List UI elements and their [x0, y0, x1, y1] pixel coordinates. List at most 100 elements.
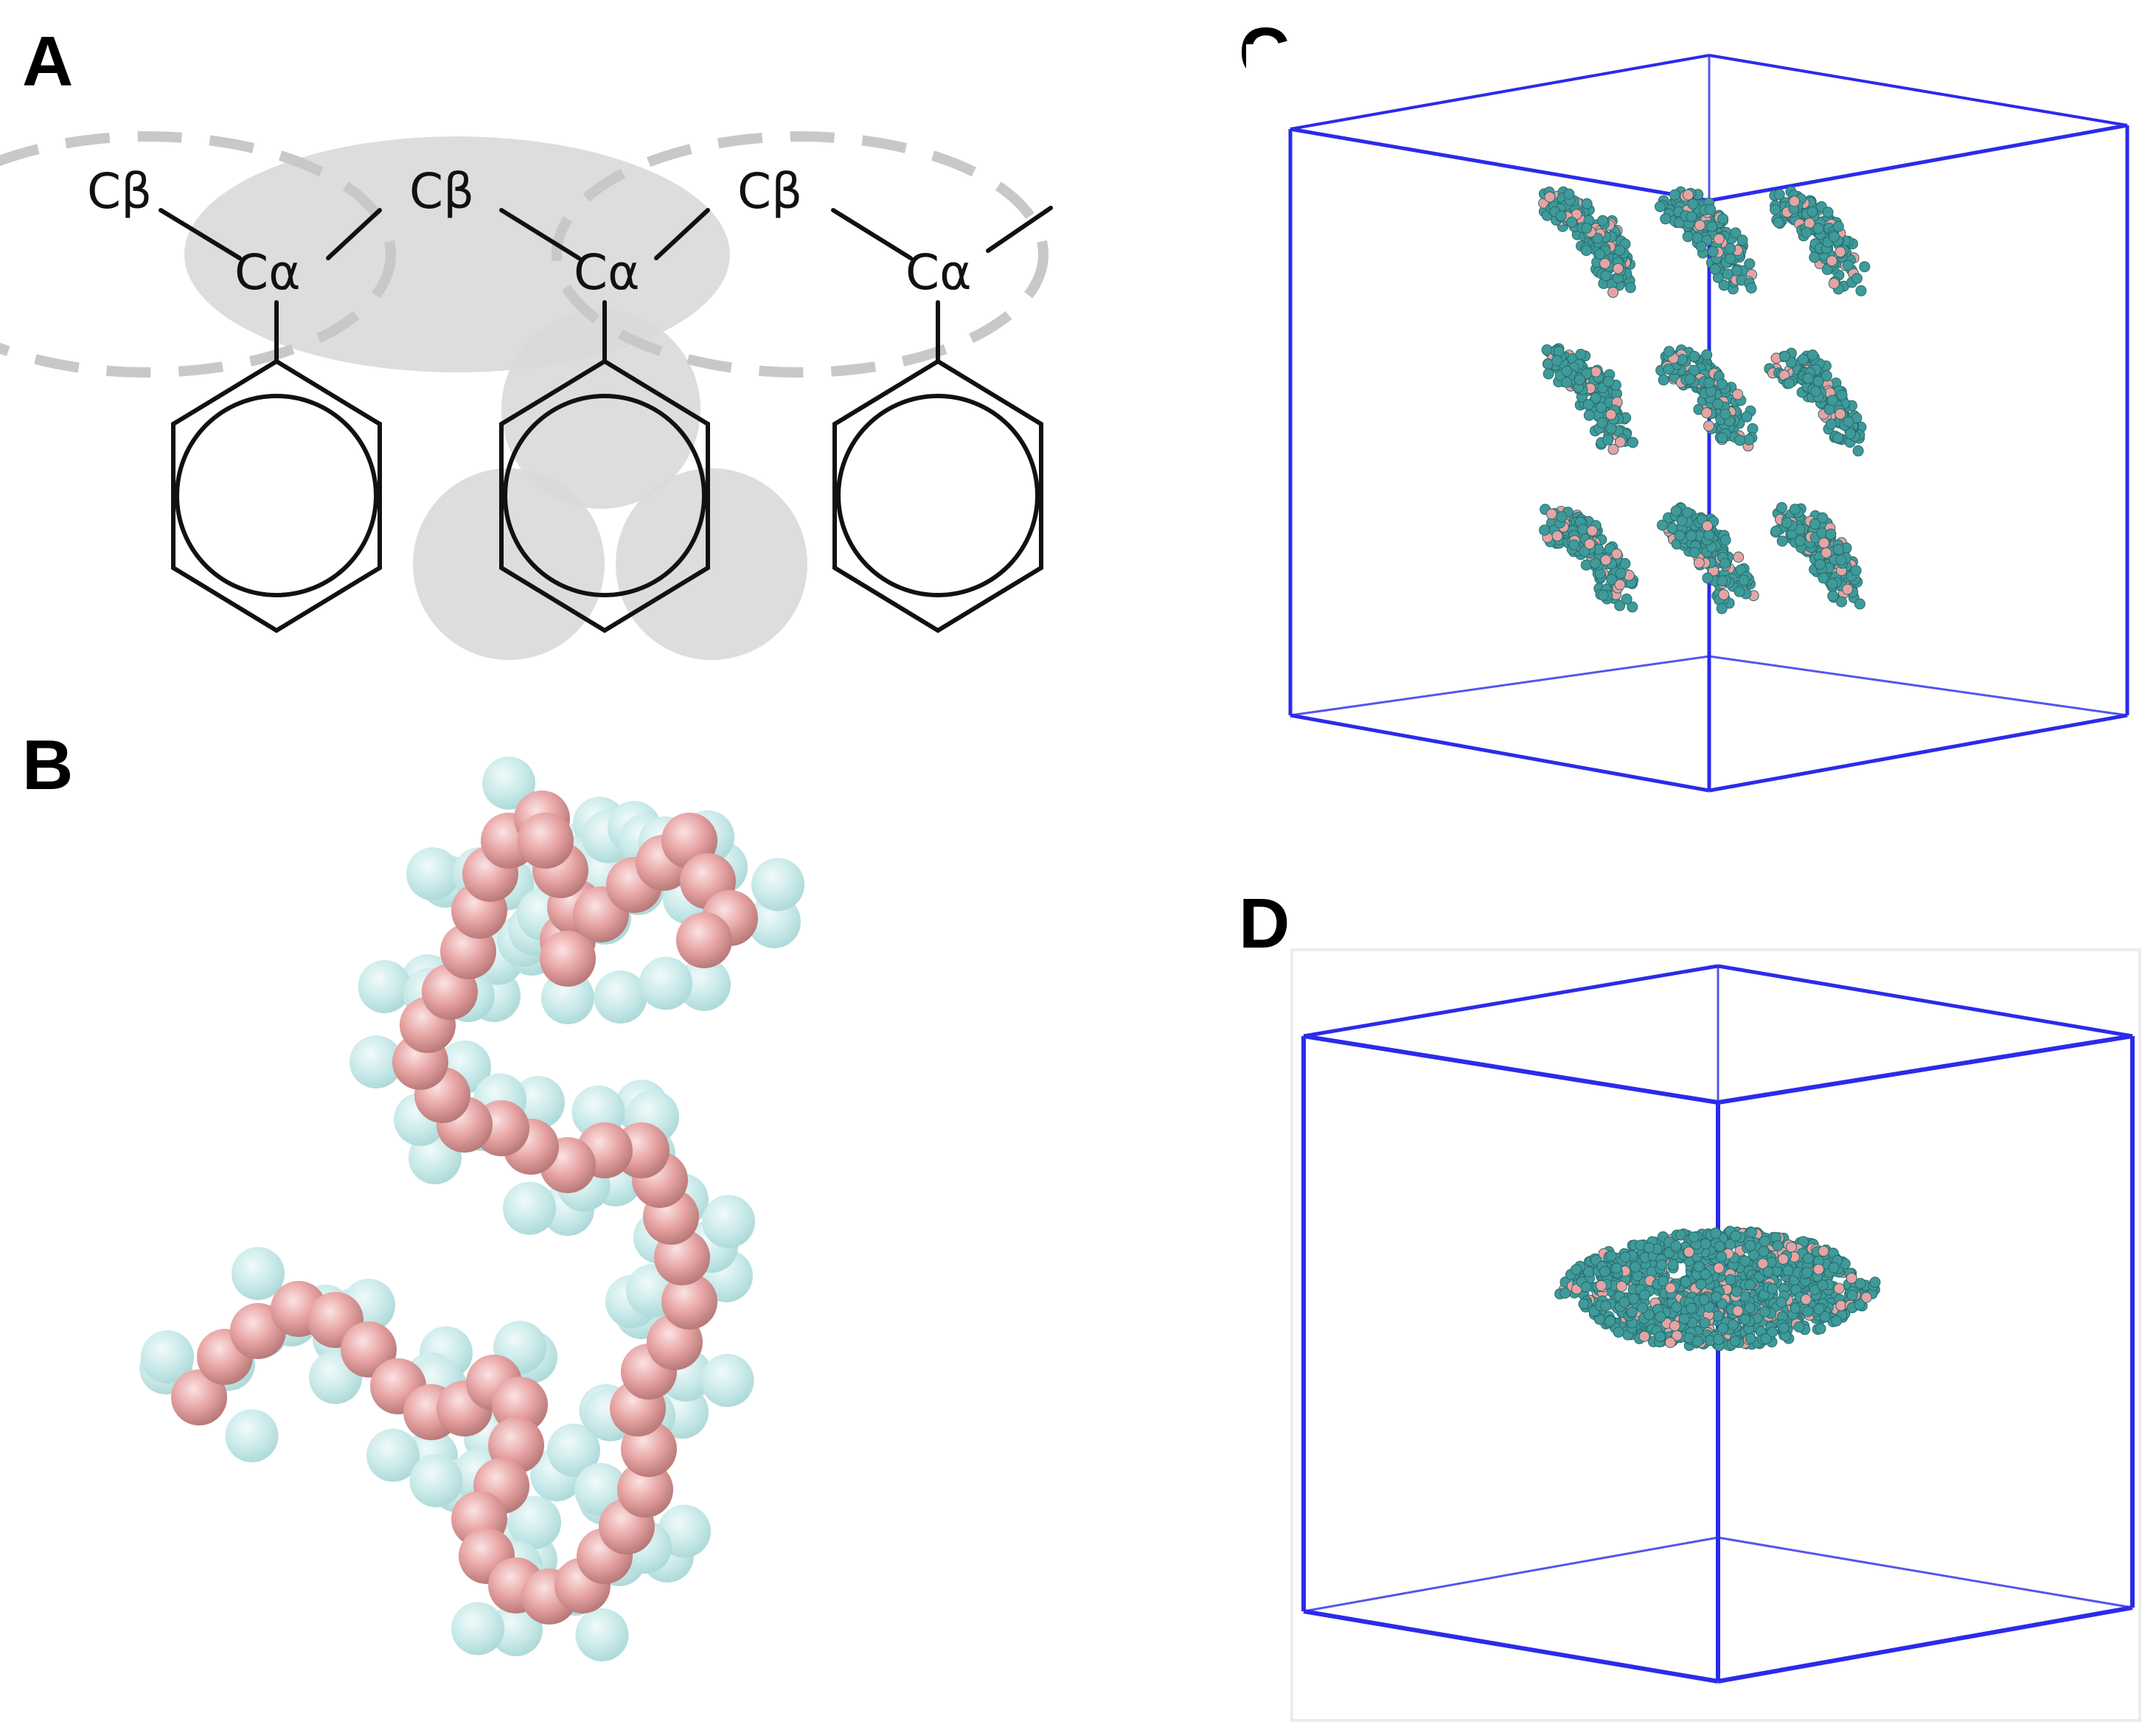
backbone-bead	[1846, 1272, 1857, 1284]
phenyl-ring-3	[832, 358, 1043, 633]
sidechain-bead	[1568, 539, 1580, 551]
cbeta-label-1: Cβ	[87, 163, 152, 220]
sidechain-bead	[1614, 245, 1626, 257]
sidechain-bead	[1594, 249, 1606, 260]
sidechain-bead	[1597, 589, 1609, 601]
sidechain-bead	[1730, 227, 1742, 239]
sidechain-bead	[1555, 210, 1567, 222]
sidechain-bead	[1778, 1322, 1790, 1334]
sidechain-bead	[1854, 1299, 1865, 1310]
polymer-cluster	[1539, 504, 1639, 613]
sidechain-bead	[1606, 574, 1618, 586]
sidechain-bead	[1563, 188, 1575, 200]
sidechain-bead	[1801, 1267, 1813, 1279]
sidechain-bead	[700, 1354, 754, 1407]
sidechain-bead	[594, 970, 647, 1024]
backbone-bead	[1545, 508, 1557, 520]
sidechain-bead	[1745, 282, 1757, 293]
sidechain-bead	[1758, 1246, 1770, 1257]
sidechain-bead	[1573, 374, 1585, 386]
sidechain-bead	[1682, 231, 1694, 243]
sidechain-bead	[409, 1454, 463, 1507]
sidechain-bead	[1671, 1301, 1683, 1313]
sidechain-bead	[1699, 1317, 1711, 1329]
sidechain-bead	[1693, 1261, 1705, 1273]
panel-label-d: D	[1239, 884, 1290, 963]
backbone-bead	[1596, 1280, 1607, 1291]
sidechain-bead	[1618, 1296, 1630, 1308]
sidechain-bead	[1793, 1321, 1805, 1333]
calpha-label-1: Cα	[234, 244, 301, 301]
backbone-beads	[171, 791, 758, 1625]
sidechain-bead	[1760, 1333, 1772, 1344]
cbeta-label-2: Cβ	[409, 163, 474, 220]
sidechain-bead	[366, 1428, 420, 1482]
phenyl-rings	[171, 358, 1043, 633]
sidechain-bead	[1639, 1289, 1650, 1301]
sidechain-bead	[1643, 1242, 1655, 1254]
sidechain-bead	[1619, 1251, 1631, 1263]
backbone-bead	[1683, 189, 1694, 201]
sidechain-bead	[358, 960, 411, 1013]
panel-label-a: A	[22, 22, 74, 101]
sidechain-bead	[1578, 1298, 1590, 1310]
sidechain-bead	[1745, 1240, 1756, 1251]
phenyl-bead-shade-left	[413, 468, 605, 660]
calpha-label-2: Cα	[574, 244, 640, 301]
sidechain-bead	[1745, 1279, 1756, 1290]
backbone-bead	[1586, 525, 1598, 537]
sidechain-bead	[482, 757, 535, 810]
backbone-bead	[676, 912, 732, 968]
backbone-bead	[1605, 409, 1617, 420]
sidechain-bead	[508, 1495, 561, 1549]
sidechain-bead	[1744, 258, 1756, 270]
backbone-bead	[1732, 1305, 1744, 1317]
sidechain-bead	[1722, 268, 1734, 280]
sidechain-bead	[1670, 1240, 1682, 1252]
backbone-bead	[1616, 1280, 1627, 1292]
backbone-bead	[1614, 579, 1626, 591]
sidechain-bead	[1695, 1279, 1707, 1290]
sidechain-bead	[1831, 1315, 1842, 1327]
backbone-bead	[1611, 548, 1623, 560]
sidechain-bead	[1707, 246, 1719, 257]
backbone-bead	[1607, 286, 1619, 298]
phenyl-bead-shade-top	[501, 310, 700, 509]
phenyl-ring-2	[499, 358, 710, 633]
backbone-bead	[1544, 191, 1556, 203]
sidechain-bead	[1566, 216, 1578, 228]
sidechain-bead	[1613, 1327, 1624, 1338]
sidechain-bead	[350, 1035, 403, 1088]
sidechain-bead	[1583, 409, 1595, 421]
backbone-bead	[1818, 1246, 1829, 1257]
box-edges	[1288, 54, 2129, 793]
sidechain-bead	[1678, 1313, 1690, 1324]
sidechain-bead	[1655, 1331, 1666, 1342]
sidechain-bead	[1680, 1276, 1691, 1288]
backbone-bead	[1669, 1320, 1680, 1332]
backbone-bead	[1600, 554, 1612, 566]
sidechain-bead	[1813, 1303, 1825, 1315]
sidechain-bead	[1744, 1302, 1756, 1313]
backbone-bead	[1778, 1253, 1789, 1265]
sidechain-bead	[1711, 1291, 1722, 1303]
backbone-bead	[1615, 436, 1626, 448]
backbone-bead	[1607, 443, 1619, 455]
sidechain-bead	[1762, 1266, 1774, 1278]
sidechain-bead	[1686, 211, 1697, 223]
sidechain-bead	[1667, 1259, 1679, 1271]
backbone-bead	[1638, 1330, 1650, 1342]
sidechain-bead	[1714, 1240, 1725, 1252]
sidechain-bead	[1551, 355, 1563, 367]
sidechain-bead	[1561, 377, 1573, 388]
sidechain-bead	[1627, 437, 1638, 448]
backbone-bonds	[159, 206, 1053, 364]
sidechain-bead	[1705, 204, 1717, 215]
backbone-bead	[1713, 1262, 1725, 1274]
sidechain-bead	[1605, 1250, 1617, 1262]
sidechain-bead	[490, 1603, 543, 1656]
sidechain-bead	[1655, 201, 1666, 212]
sidechain-bead	[1717, 213, 1729, 225]
sidechain-bead	[1712, 1310, 1724, 1322]
